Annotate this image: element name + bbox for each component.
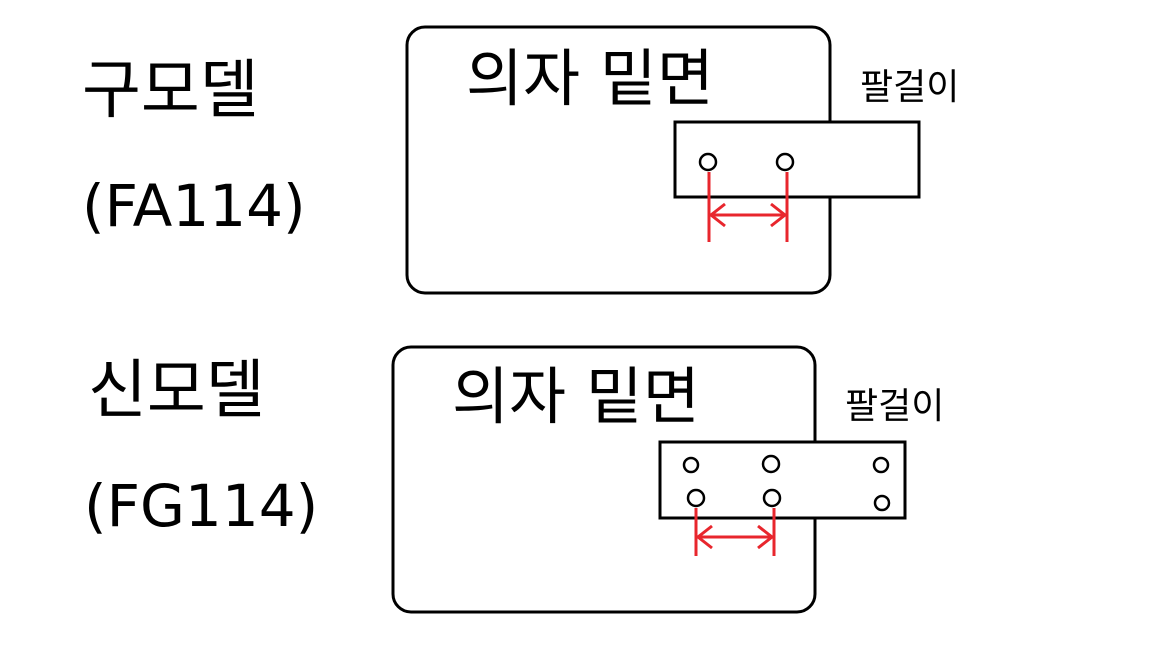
new-bolt-hole	[873, 494, 891, 512]
new-dimension-arrowhead-left	[695, 524, 713, 550]
old-dimension-arrowhead-right	[770, 202, 788, 228]
old-seat-label: 의자 밑면	[466, 42, 714, 115]
new-model-name: 신모델	[88, 354, 265, 428]
new-bolt-hole	[686, 488, 706, 508]
new-bolt-hole	[682, 456, 700, 474]
new-bolt-hole	[872, 456, 890, 474]
old-model-code: (FA114)	[82, 172, 306, 240]
new-bolt-hole	[762, 488, 782, 508]
new-model-code: (FG114)	[84, 472, 318, 540]
old-dimension-arrowhead-left	[708, 202, 726, 228]
new-seat-label: 의자 밑면	[452, 360, 700, 433]
old-model-group: 구모델 (FA114) 의자 밑면 팔걸이	[82, 25, 959, 295]
old-bolt-hole	[775, 152, 795, 172]
old-model-name: 구모델	[82, 54, 259, 128]
old-bolt-hole	[698, 152, 718, 172]
new-dimension-arrowhead-right	[757, 524, 775, 550]
old-hole-spacing-dimension	[707, 172, 789, 242]
new-hole-spacing-dimension	[694, 508, 776, 556]
new-bolt-hole	[761, 454, 781, 474]
old-armrest-label: 팔걸이	[860, 67, 959, 108]
new-model-group: 신모델 (FG114) 의자 밑면 팔걸이	[84, 345, 944, 614]
new-armrest-label: 팔걸이	[845, 386, 944, 427]
